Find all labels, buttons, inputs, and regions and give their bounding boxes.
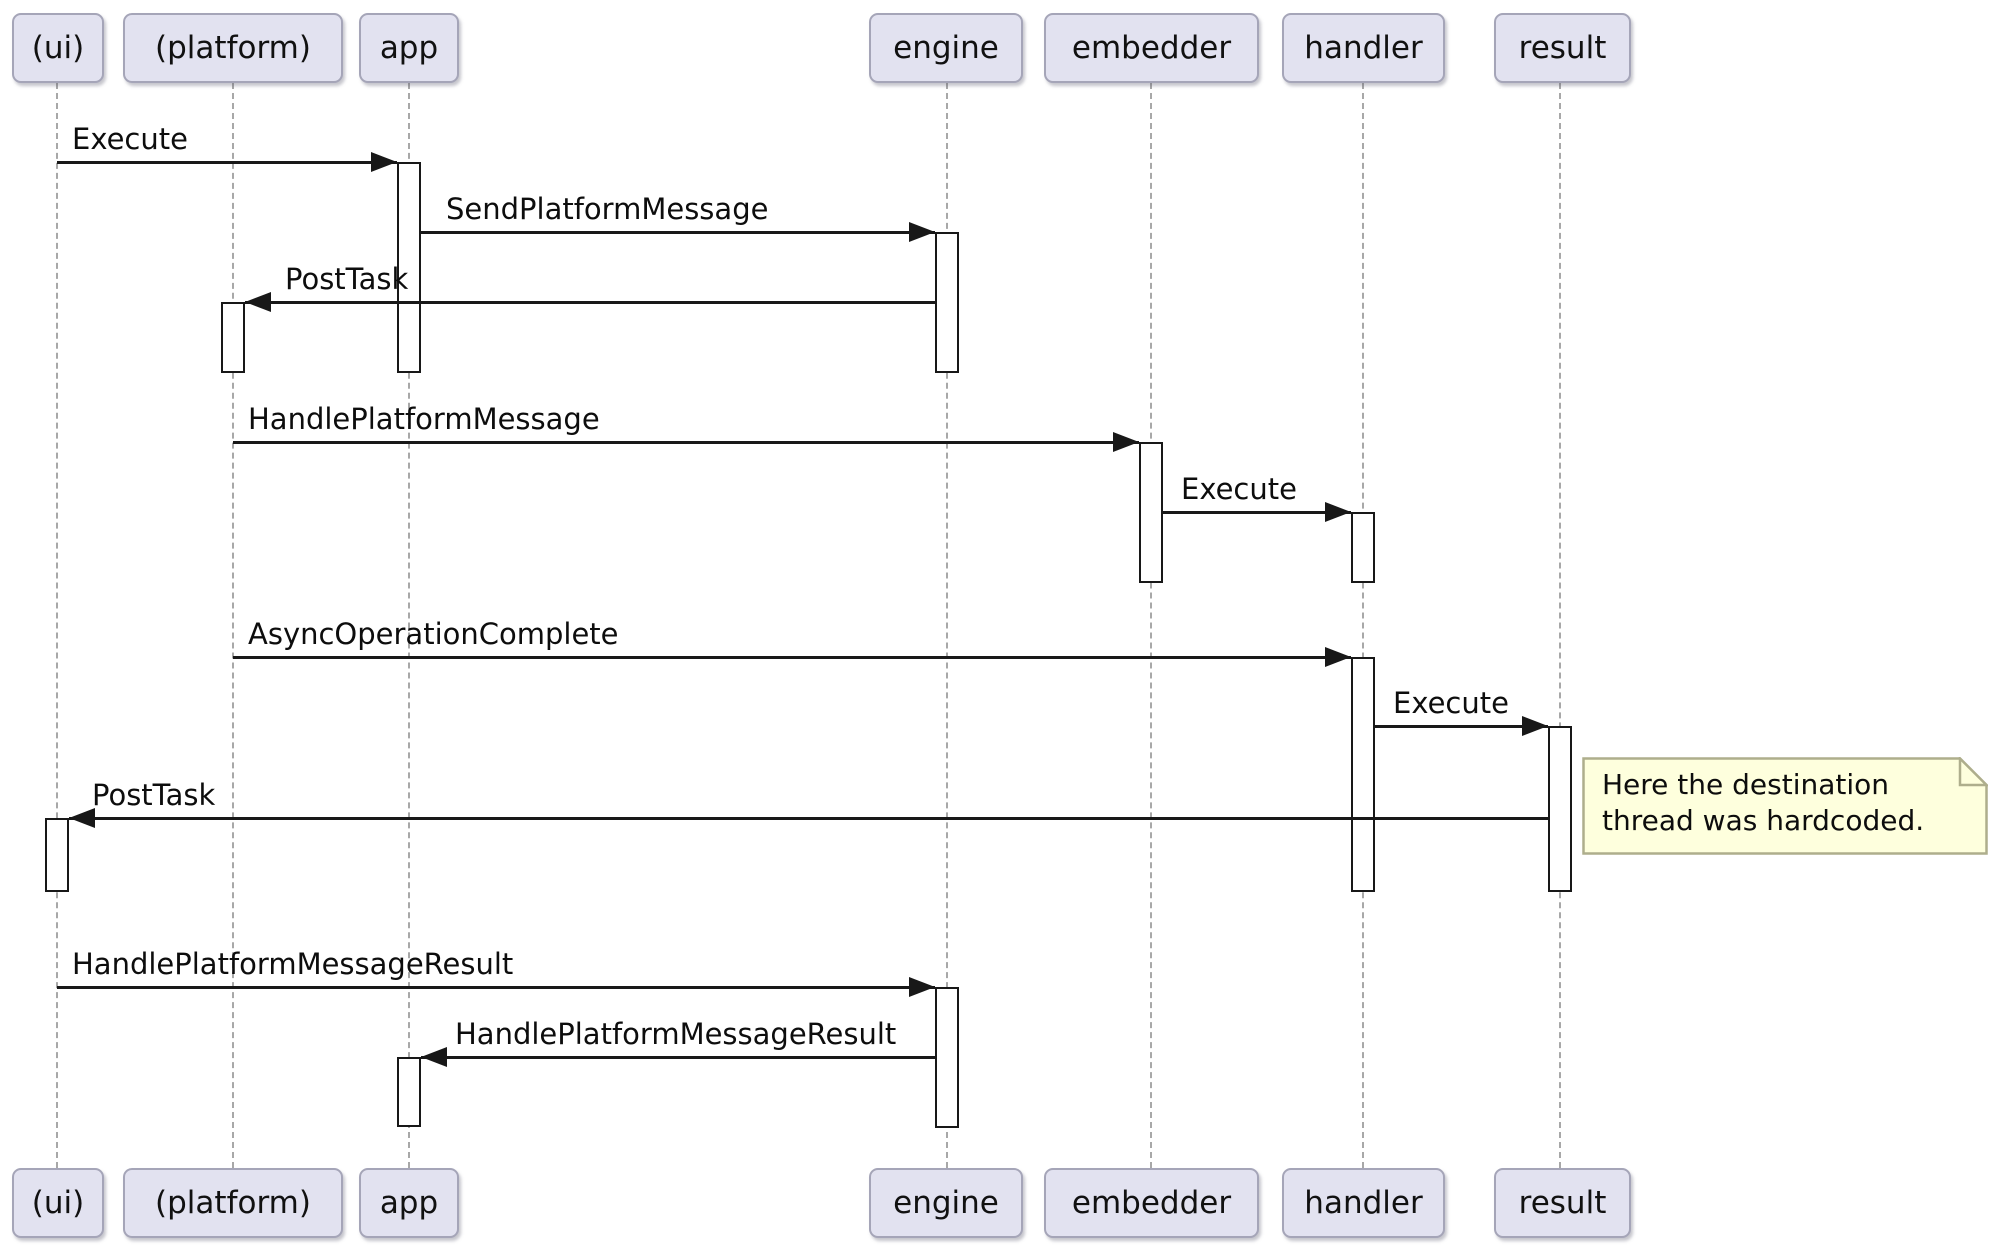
lifeline-app (408, 83, 410, 1168)
arrowhead-2 (245, 292, 271, 312)
participant-label-ui-top: (ui) (31, 30, 85, 66)
activation-result-6 (1548, 726, 1572, 892)
note-text-line: Here the destination (1602, 768, 1890, 801)
note-shape (1582, 757, 1988, 855)
activation-handler-4 (1351, 512, 1375, 583)
lifeline-result (1559, 83, 1561, 1168)
participant-handler-top: handler (1282, 13, 1445, 83)
participant-result-top: result (1494, 13, 1631, 83)
participant-label-engine-bottom: engine (893, 1185, 999, 1221)
activation-platform-2 (221, 302, 245, 373)
message-label-3: HandlePlatformMessage (248, 402, 600, 436)
arrowhead-1 (909, 222, 935, 242)
arrowhead-7 (69, 808, 95, 828)
message-label-9: HandlePlatformMessageResult (455, 1017, 897, 1051)
activation-engine-1 (935, 232, 959, 373)
note-text-line: thread was hardcoded. (1602, 804, 1925, 837)
participant-label-handler-bottom: handler (1304, 1185, 1423, 1221)
message-label-4: Execute (1181, 472, 1297, 506)
participant-label-app-top: app (379, 30, 439, 66)
message-label-1: SendPlatformMessage (446, 192, 769, 226)
activation-engine-8 (935, 987, 959, 1128)
arrowhead-3 (1113, 432, 1139, 452)
participant-label-app-bottom: app (379, 1185, 439, 1221)
activation-ui-7 (45, 818, 69, 892)
participant-label-embedder-top: embedder (1071, 30, 1232, 66)
lifeline-ui (56, 83, 58, 1168)
message-line-6 (1375, 725, 1548, 728)
participant-label-result-bottom: result (1518, 1185, 1607, 1221)
lifeline-engine (946, 83, 948, 1168)
arrowhead-5 (1325, 647, 1351, 667)
message-label-8: HandlePlatformMessageResult (72, 947, 514, 981)
arrowhead-0 (371, 152, 397, 172)
message-label-7: PostTask (92, 778, 216, 812)
participant-label-result-top: result (1518, 30, 1607, 66)
message-line-7 (69, 817, 1548, 820)
message-line-3 (233, 441, 1139, 444)
participant-handler-bottom: handler (1282, 1168, 1445, 1238)
participant-label-platform-top: (platform) (155, 30, 311, 66)
message-line-4 (1163, 511, 1351, 514)
participant-app-bottom: app (359, 1168, 459, 1238)
participant-engine-top: engine (869, 13, 1023, 83)
lifeline-platform (232, 83, 234, 1168)
participant-embedder-top: embedder (1044, 13, 1259, 83)
participant-ui-top: (ui) (12, 13, 104, 83)
lifeline-embedder (1150, 83, 1152, 1168)
message-line-1 (421, 231, 935, 234)
participant-result-bottom: result (1494, 1168, 1631, 1238)
activation-app-0 (397, 162, 421, 373)
arrowhead-6 (1522, 716, 1548, 736)
message-line-2 (245, 301, 935, 304)
participant-embedder-bottom: embedder (1044, 1168, 1259, 1238)
arrowhead-4 (1325, 502, 1351, 522)
participant-platform-bottom: (platform) (123, 1168, 343, 1238)
activation-handler-5 (1351, 657, 1375, 892)
message-line-0 (57, 161, 397, 164)
message-label-6: Execute (1393, 686, 1509, 720)
message-label-2: PostTask (285, 262, 409, 296)
message-line-8 (57, 986, 935, 989)
participant-platform-top: (platform) (123, 13, 343, 83)
participant-label-engine-top: engine (893, 30, 999, 66)
participant-label-ui-bottom: (ui) (31, 1185, 85, 1221)
participant-app-top: app (359, 13, 459, 83)
activation-app-9 (397, 1057, 421, 1127)
participant-label-embedder-bottom: embedder (1071, 1185, 1232, 1221)
activation-embedder-3 (1139, 442, 1163, 583)
message-label-5: AsyncOperationComplete (248, 617, 619, 651)
message-line-5 (233, 656, 1351, 659)
participant-engine-bottom: engine (869, 1168, 1023, 1238)
participant-label-platform-bottom: (platform) (155, 1185, 311, 1221)
message-label-0: Execute (72, 122, 188, 156)
participant-label-handler-top: handler (1304, 30, 1423, 66)
lifeline-handler (1362, 83, 1364, 1168)
message-line-9 (421, 1056, 935, 1059)
arrowhead-9 (421, 1047, 447, 1067)
participant-ui-bottom: (ui) (12, 1168, 104, 1238)
arrowhead-8 (909, 977, 935, 997)
